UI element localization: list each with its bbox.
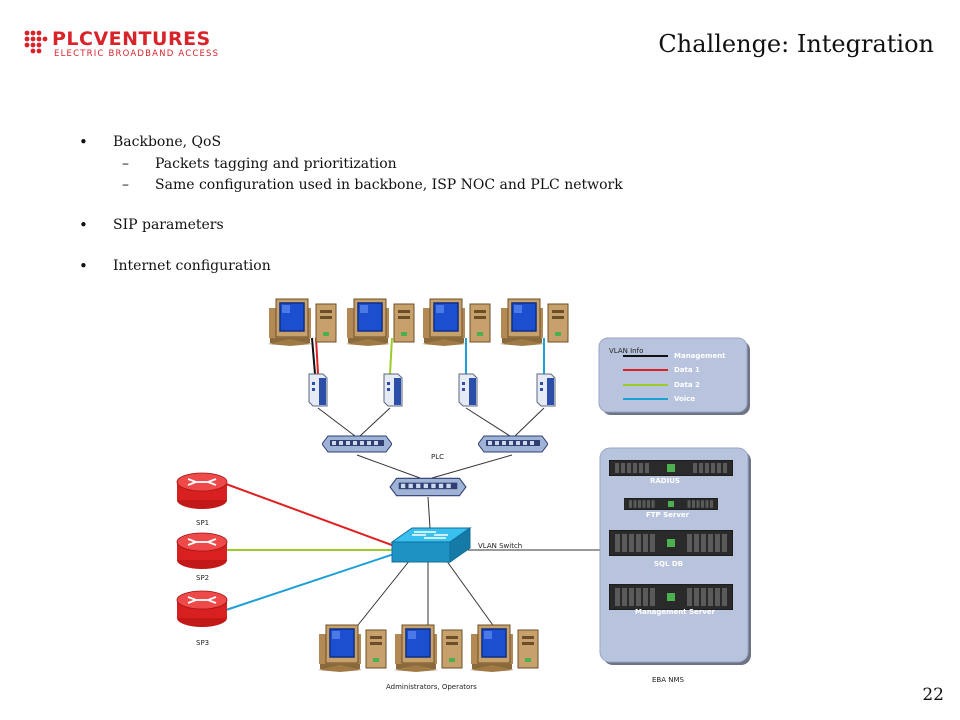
plc-modem-3	[458, 373, 478, 407]
admins-label: Administrators, Operators	[386, 683, 477, 691]
admin-pc-1	[318, 624, 387, 672]
user-pc-1	[268, 298, 337, 346]
wire-switch-admin3	[445, 559, 501, 636]
plc-label: PLC	[431, 453, 444, 461]
vlan-info-panel: VLAN Info Management Data 1 Data 2 Voice	[598, 337, 750, 415]
vlan-switch-icon	[390, 527, 472, 563]
radius-label: RADIUS	[650, 477, 680, 485]
radius-server-icon	[609, 460, 733, 476]
bullet-sip: SIP parameters	[76, 216, 696, 234]
page-number: 22	[922, 685, 944, 705]
wire-data2	[389, 337, 393, 375]
legend-label-voice: Voice	[674, 395, 695, 403]
sql-db-label: SQL DB	[654, 560, 683, 568]
router-sp2-icon	[176, 532, 228, 570]
sub-bullet-packets: Packets tagging and prioritization	[76, 156, 696, 172]
bullet-list: Backbone, QoS Packets tagging and priori…	[76, 133, 696, 280]
wire-modem2-hub	[359, 407, 391, 437]
user-pc-4	[500, 298, 569, 346]
wire-plc-switch	[427, 496, 431, 529]
router-sp1-icon	[176, 472, 228, 510]
repeater-2	[478, 435, 548, 453]
ftp-label: FTP Server	[646, 511, 690, 519]
repeater-1	[322, 435, 392, 453]
management-server-label: Management Server	[635, 608, 716, 616]
logo-name: PLCVENTURES	[52, 28, 211, 50]
sp3-label: SP3	[196, 639, 209, 647]
management-server-icon	[609, 584, 733, 610]
nms-panel: RADIUS FTP Server SQL DB Management Serv…	[599, 447, 751, 665]
wire-sp3-switch	[225, 551, 401, 611]
company-logo: PLCVENTURES ELECTRIC BROADBAND ACCESS	[24, 28, 254, 60]
sp2-label: SP2	[196, 574, 209, 582]
admin-pc-3	[470, 624, 539, 672]
plc-modem-1	[308, 373, 328, 407]
vlan-switch-label: VLAN Switch	[478, 542, 522, 550]
sp1-label: SP1	[196, 519, 209, 527]
vlan-info-title: VLAN Info	[609, 347, 643, 355]
ftp-server-icon	[624, 498, 718, 510]
sub-bullet-configuration: Same configuration used in backbone, ISP…	[76, 177, 696, 193]
user-pc-2	[346, 298, 415, 346]
slide-title: Challenge: Integration	[658, 30, 934, 58]
wire-hub1-plc	[356, 454, 421, 479]
plc-head-end	[389, 477, 467, 497]
admin-pc-2	[394, 624, 463, 672]
wire-modem4-hub	[514, 407, 545, 437]
wire-sp1-switch	[225, 483, 401, 549]
wire-management-1	[311, 337, 316, 375]
legend-label-data1: Data 1	[674, 366, 700, 374]
bullet-internet: Internet configuration	[76, 257, 696, 275]
wire-modem1-hub	[317, 407, 356, 437]
wire-data1	[315, 337, 319, 375]
wire-modem3-hub	[465, 407, 511, 437]
wire-switch-admin1	[349, 559, 411, 636]
plc-modem-2	[383, 373, 403, 407]
legend-label-management: Management	[674, 352, 726, 360]
logo-dots-icon	[24, 30, 48, 54]
logo-tagline: ELECTRIC BROADBAND ACCESS	[54, 49, 220, 59]
nms-label: EBA NMS	[652, 676, 685, 684]
plc-modem-4	[536, 373, 556, 407]
legend-label-data2: Data 2	[674, 381, 700, 389]
router-sp3-icon	[176, 590, 228, 628]
bullet-backbone: Backbone, QoS	[76, 133, 696, 151]
sql-db-icon	[609, 530, 733, 556]
user-pc-3	[422, 298, 491, 346]
wire-hub2-plc	[431, 454, 513, 479]
